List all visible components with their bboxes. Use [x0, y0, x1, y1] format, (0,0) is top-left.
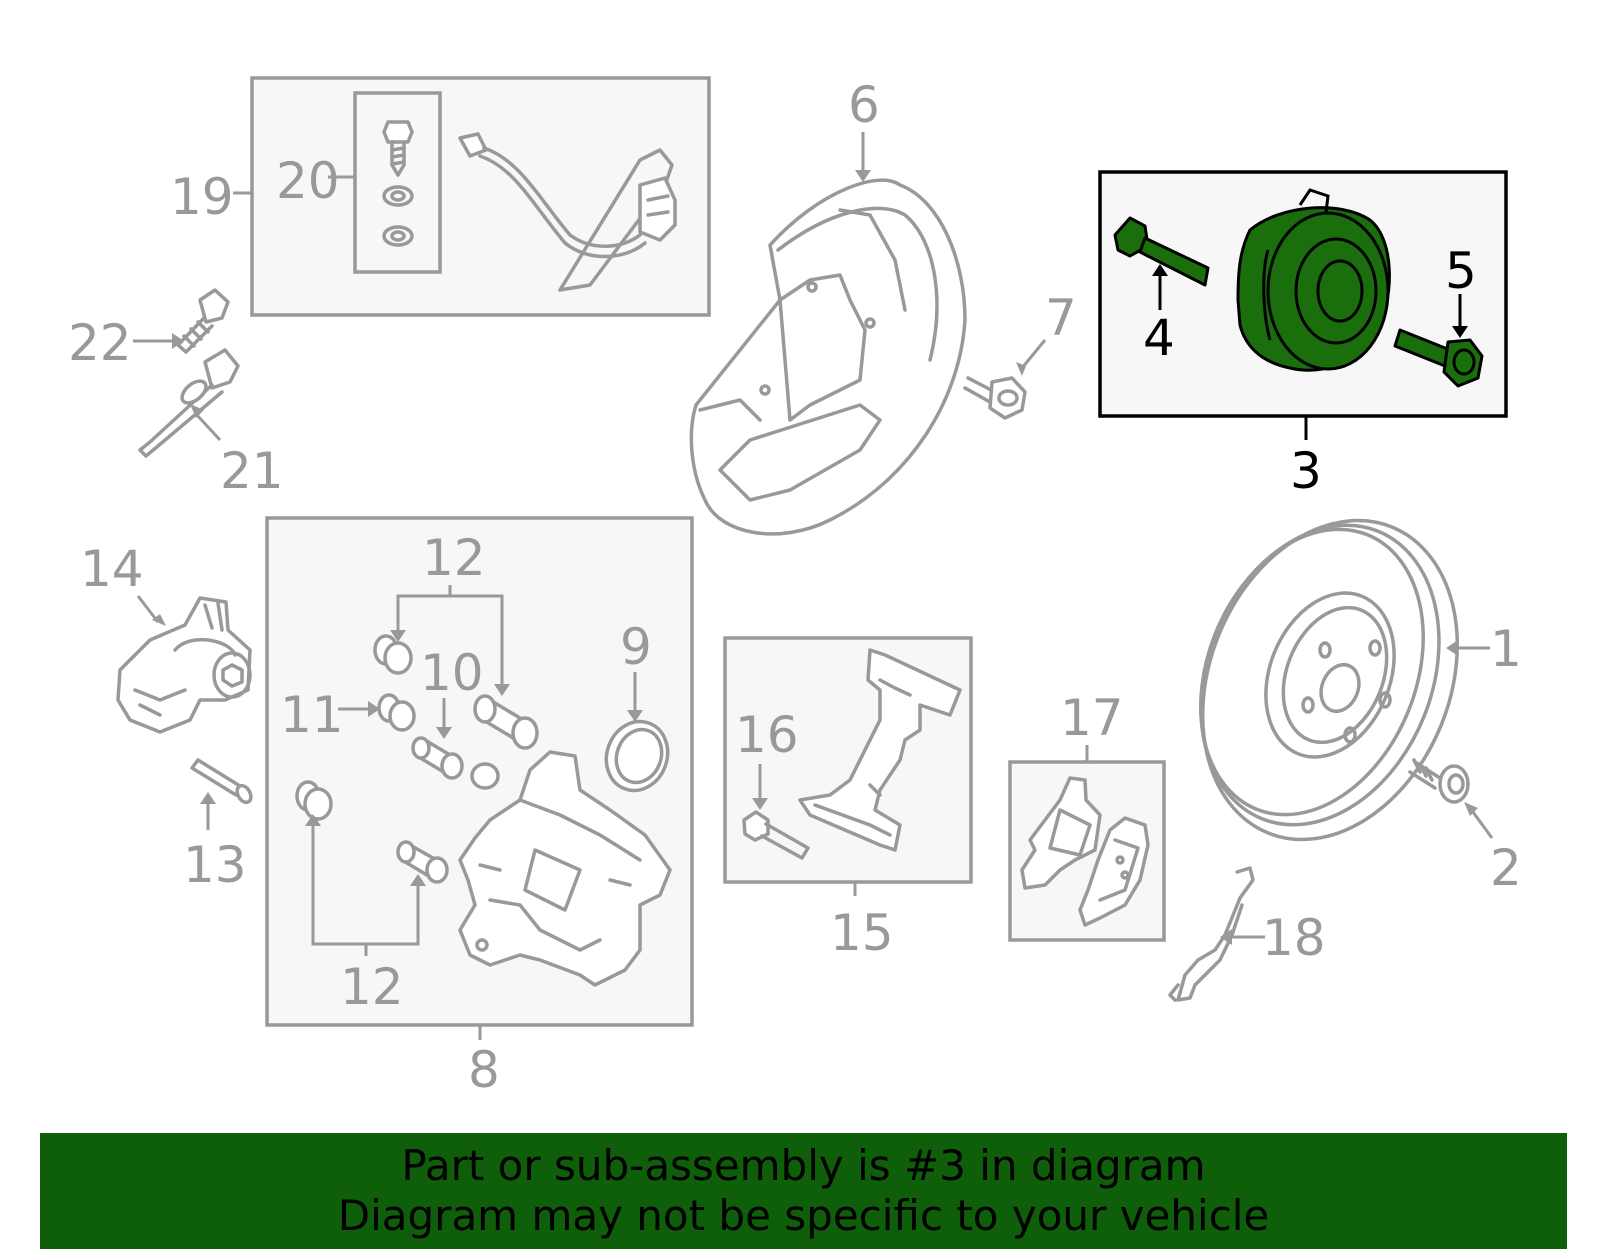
label-21: 21 [220, 442, 284, 500]
label-15: 15 [830, 904, 894, 962]
hub-assembly-group[interactable] [1098, 170, 1508, 418]
sleeve-12b-icon [473, 694, 539, 750]
bushing-11-icon [377, 693, 416, 732]
notice-banner: Part or sub-assembly is #3 in diagram Di… [40, 1133, 1567, 1249]
bolt-4-icon [1113, 216, 1210, 287]
banner-line-2: Diagram may not be specific to your vehi… [337, 1191, 1270, 1240]
pin-13-icon[interactable] [190, 758, 254, 805]
bolt-7-icon[interactable] [963, 376, 1027, 420]
label-5: 5 [1445, 242, 1477, 300]
bolt-16-icon [742, 810, 810, 860]
label-22: 22 [68, 314, 132, 372]
banner-line-1: Part or sub-assembly is #3 in diagram [401, 1141, 1206, 1190]
label-14: 14 [80, 540, 144, 598]
label-20: 20 [276, 152, 340, 210]
brake-rotor-icon[interactable] [1157, 482, 1503, 878]
sleeve-10-icon [411, 736, 500, 790]
wear-sensor-icon[interactable] [1168, 866, 1255, 1002]
label-3: 3 [1290, 442, 1322, 500]
box-19 [250, 76, 711, 317]
label-7: 7 [1045, 289, 1077, 347]
caliper-housing-icon [458, 750, 672, 987]
label-12-bottom: 12 [340, 958, 404, 1016]
bolt-5-icon [1393, 328, 1484, 388]
bushing-12a-icon [373, 634, 413, 675]
brake-pads-group[interactable] [1008, 760, 1166, 942]
label-19: 19 [170, 168, 234, 226]
label-13: 13 [183, 836, 247, 894]
caliper-bracket-group[interactable] [723, 636, 973, 884]
brake-pad-outer-icon [1078, 816, 1150, 927]
caliper-kit-group[interactable] [265, 516, 694, 1027]
label-10: 10 [420, 644, 484, 702]
label-4: 4 [1143, 309, 1175, 367]
actuator-motor-icon[interactable] [116, 596, 252, 734]
screw-2-icon[interactable] [1408, 758, 1470, 804]
bracket-icon [798, 648, 962, 852]
sensor-21-icon[interactable] [138, 348, 240, 458]
wheel-hub-icon [1236, 188, 1391, 372]
label-17: 17 [1060, 689, 1124, 747]
piston-seal-icon [604, 719, 670, 793]
label-11: 11 [280, 686, 344, 744]
bolt-22-icon[interactable] [176, 288, 230, 354]
label-18: 18 [1262, 909, 1326, 967]
bushing-12c-icon [295, 780, 333, 821]
dust-shield-icon[interactable] [689, 178, 967, 536]
sleeve-12d-icon [396, 840, 449, 884]
brake-pad-inner-icon [1020, 776, 1102, 890]
label-12-top: 12 [422, 529, 486, 587]
label-16: 16 [735, 706, 799, 764]
label-6: 6 [848, 76, 880, 134]
label-2: 2 [1490, 839, 1522, 897]
label-9: 9 [620, 618, 652, 676]
bolt-20-icon [382, 120, 414, 247]
label-1: 1 [1490, 620, 1522, 678]
sensor-kit-group[interactable] [250, 76, 711, 317]
label-8: 8 [468, 1041, 500, 1099]
wire-harness-icon [458, 132, 677, 292]
